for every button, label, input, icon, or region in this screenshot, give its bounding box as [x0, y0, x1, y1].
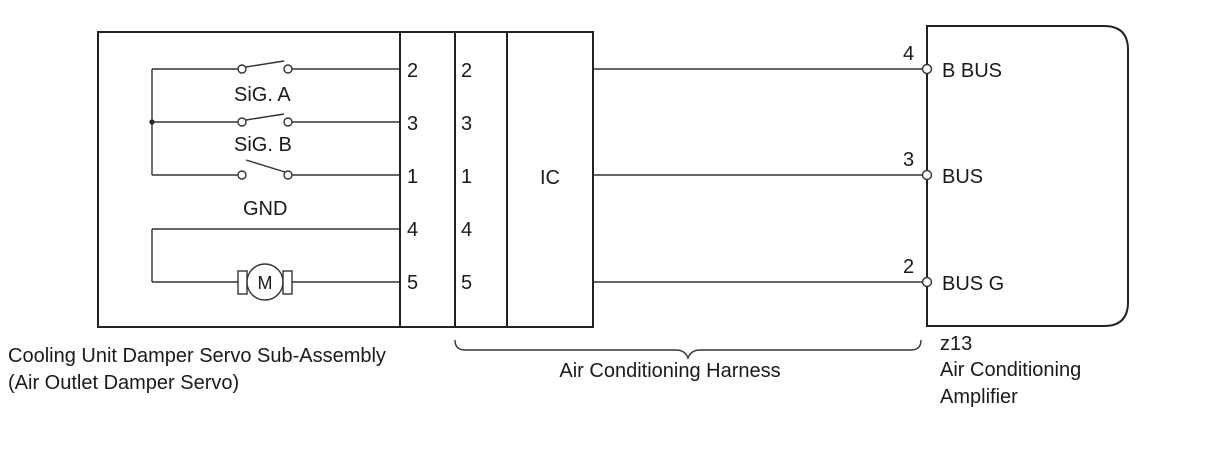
terminal-circle — [921, 169, 933, 181]
amplifier-outline — [926, 25, 1129, 327]
motor-label: M — [258, 273, 273, 293]
amplifier-terminal-name: B BUS — [942, 60, 1002, 82]
harness-pin: 3 — [461, 113, 472, 135]
switch-label-gnd: GND — [243, 198, 287, 220]
amplifier-label-line2: Amplifier — [940, 386, 1018, 408]
ic-label: IC — [540, 167, 560, 189]
servo-connector: 2 3 1 4 5 — [399, 31, 456, 328]
servo-pin: 2 — [407, 60, 418, 82]
amplifier-connector-code: z13 — [940, 333, 972, 355]
terminal-circle — [921, 276, 933, 288]
ac-amplifier: 4 B BUS 3 BUS 2 BUS G — [903, 25, 1129, 327]
terminal-circle — [921, 63, 933, 75]
switch-gnd — [152, 159, 400, 180]
servo-pin: 3 — [407, 113, 418, 135]
servo-pin: 4 — [407, 219, 418, 241]
harness-connector: 2 3 1 4 5 — [454, 31, 508, 328]
servo-pin: 1 — [407, 166, 418, 188]
amplifier-terminal-name: BUS G — [942, 273, 1004, 295]
harness-pin: 4 — [461, 219, 472, 241]
servo-label-line1: Cooling Unit Damper Servo Sub-Assembly — [8, 345, 386, 367]
harness-pin: 2 — [461, 60, 472, 82]
harness-pin: 5 — [461, 272, 472, 294]
amplifier-label-line1: Air Conditioning — [940, 359, 1081, 381]
servo-pin: 5 — [407, 272, 418, 294]
harness-wires — [593, 68, 923, 283]
amplifier-terminal-name: BUS — [942, 166, 983, 188]
servo-sub-assembly: SiG. A SiG. B GND M — [97, 31, 401, 328]
ic-block: IC — [506, 31, 594, 328]
switch-sig-b — [152, 113, 400, 127]
servo-connector-outline — [399, 31, 456, 328]
switch-sig-a — [152, 60, 400, 74]
switch-label-sig-a: SiG. A — [234, 84, 291, 106]
servo-label-line2: (Air Outlet Damper Servo) — [8, 372, 239, 394]
harness-label: Air Conditioning Harness — [559, 360, 780, 382]
amplifier-terminal-number: 3 — [903, 149, 914, 171]
amplifier-terminal-number: 4 — [903, 43, 914, 65]
amplifier-terminal-number: 2 — [903, 256, 914, 278]
switch-label-sig-b: SiG. B — [234, 134, 292, 156]
ic-block-outline — [506, 31, 594, 328]
harness-pin: 1 — [461, 166, 472, 188]
motor-circuit — [151, 228, 400, 301]
harness-brace — [454, 339, 922, 360]
